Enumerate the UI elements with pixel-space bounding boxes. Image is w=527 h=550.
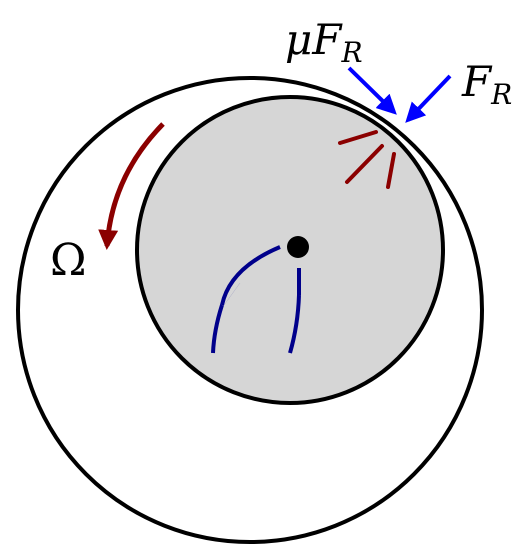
omega-label: Ω	[50, 235, 86, 286]
mu-symbol: μ	[285, 15, 312, 64]
spark-line-1	[338, 130, 378, 145]
friction-force-arrow	[347, 66, 397, 115]
spark-line-2	[345, 144, 384, 184]
orbit-path-head	[221, 282, 241, 309]
subscript-r: R	[340, 36, 362, 69]
subscript-r-2: R	[490, 78, 512, 111]
spark-line-3	[386, 152, 396, 189]
friction-force-label: μFR	[285, 15, 363, 69]
rotation-arrow	[98, 122, 165, 250]
orbit-path-arrow	[220, 245, 281, 306]
orbit-path-tail	[211, 304, 224, 354]
force-symbol: F	[311, 15, 343, 64]
center-path-arrow	[288, 294, 301, 354]
force-symbol-2: F	[461, 57, 493, 106]
center-dot	[287, 236, 309, 258]
friction-spark-lines	[338, 130, 396, 189]
normal-force-label: FR	[461, 57, 512, 111]
normal-force-arrow	[405, 74, 452, 123]
